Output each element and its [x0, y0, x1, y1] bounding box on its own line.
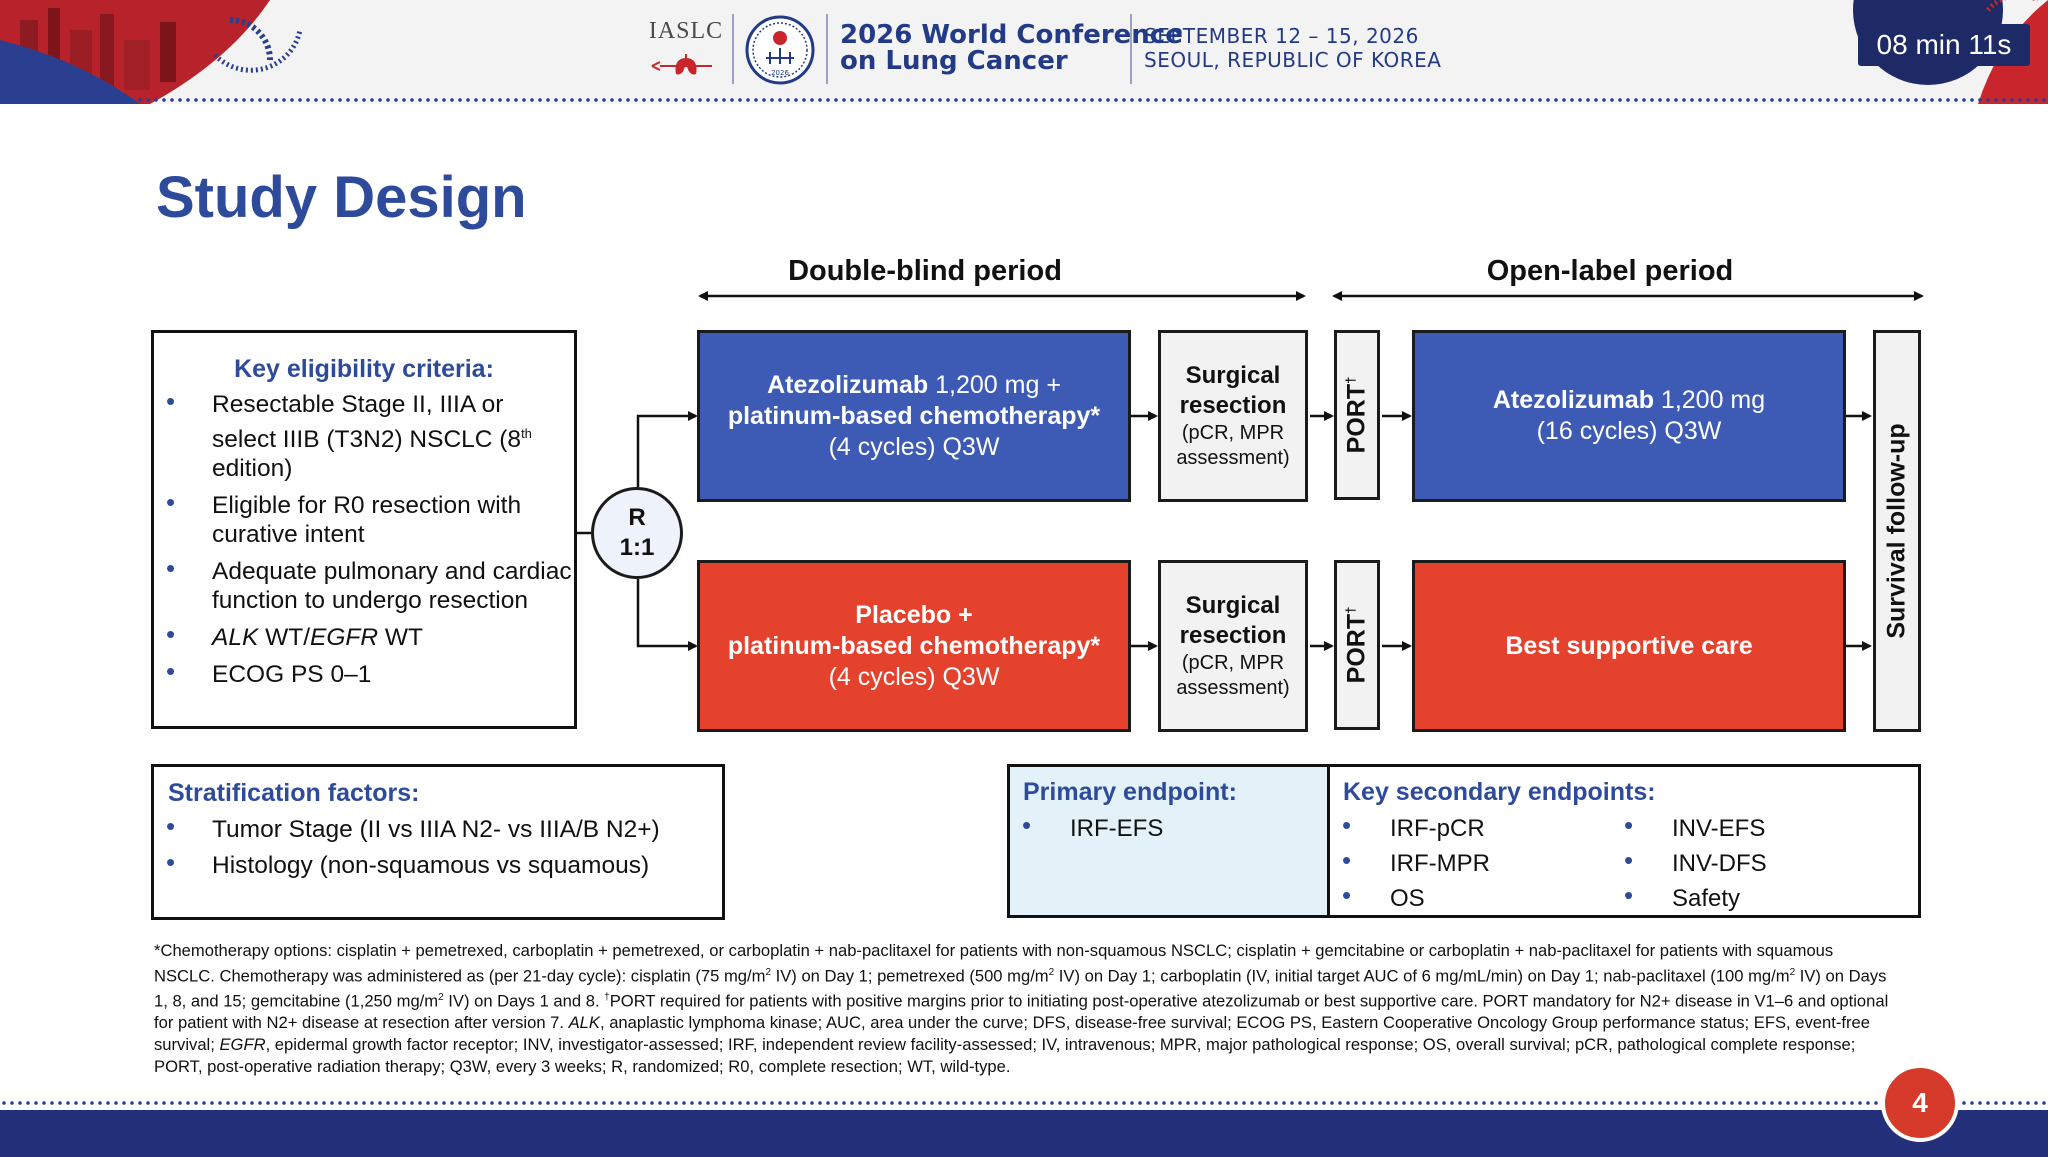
endpoints-box: Primary endpoint: IRF-EFS Key secondary …	[1007, 764, 1921, 918]
eligibility-item: ECOG PS 0–1	[154, 657, 574, 689]
secondary-endpoint-item: IRF-MPR	[1330, 846, 1612, 878]
port-box: PORT†	[1334, 560, 1380, 730]
survival-follow-up-box: Survival follow-up	[1873, 330, 1921, 732]
best-supportive-care: Best supportive care	[1412, 560, 1846, 732]
seal-year: 2026	[771, 69, 789, 77]
adjuvant-atezolizumab: Atezolizumab 1,200 mg (16 cycles) Q3W	[1412, 330, 1846, 502]
primary-endpoint-heading: Primary endpoint:	[1023, 778, 1237, 806]
header-divider	[826, 14, 828, 84]
stratification-heading: Stratification factors:	[168, 779, 420, 807]
conference-name: 2026 World Conference on Lung Cancer	[840, 20, 1183, 76]
stratification-item: Histology (non-squamous vs squamous)	[154, 848, 722, 880]
header-left-artwork	[0, 0, 303, 104]
primary-endpoint-item: IRF-EFS	[1010, 811, 1327, 843]
eligibility-item: Resectable Stage II, IIIA or select IIIB…	[154, 387, 574, 483]
eligibility-criteria-box: Key eligibility criteria: Resectable Sta…	[151, 330, 577, 729]
presentation-timer: 08 min 11s	[1858, 24, 2030, 66]
conference-date-location: SEPTEMBER 12 – 15, 2026 SEOUL, REPUBLIC …	[1144, 24, 1442, 72]
iaslc-logo-text: IASLC	[648, 18, 724, 44]
header-dotted-rule	[0, 97, 2048, 103]
secondary-endpoint-item: OS	[1330, 881, 1612, 913]
eligibility-heading: Key eligibility criteria:	[234, 355, 494, 383]
page-number: 4	[1881, 1064, 1959, 1142]
secondary-endpoint-item: INV-DFS	[1612, 846, 1894, 878]
secondary-endpoint-item: INV-EFS	[1612, 811, 1894, 843]
footer-dotted-rule	[0, 1100, 2048, 1106]
arm-atezolizumab-chemo: Atezolizumab 1,200 mg + platinum-based c…	[697, 330, 1131, 502]
eligibility-item: Adequate pulmonary and cardiac function …	[154, 554, 574, 615]
randomization-node: R 1:1	[591, 487, 683, 579]
surgical-resection-box: Surgical resection (pCR, MPR assessment)	[1158, 560, 1308, 732]
stratification-item: Tumor Stage (II vs IIIA N2- vs IIIA/B N2…	[154, 812, 722, 844]
secondary-endpoint-item: IRF-pCR	[1330, 811, 1612, 843]
conference-seal-icon: 2026	[745, 15, 815, 85]
header-divider	[1130, 14, 1132, 84]
secondary-endpoints-panel: Key secondary endpoints: IRF-pCR IRF-MPR…	[1330, 767, 1918, 915]
eligibility-item: Eligible for R0 resection with curative …	[154, 488, 574, 549]
double-blind-period-label: Double-blind period	[788, 255, 1062, 287]
footer-bar	[0, 1110, 2048, 1157]
surgical-resection-box: Surgical resection (pCR, MPR assessment)	[1158, 330, 1308, 502]
primary-endpoint-panel: Primary endpoint: IRF-EFS	[1010, 767, 1330, 915]
stratification-factors-box: Stratification factors: Tumor Stage (II …	[151, 764, 725, 920]
iaslc-lung-logo-icon	[651, 54, 712, 75]
conference-header: IASLC 2026 2026 World Conference on Lung…	[0, 0, 2048, 104]
footnote: *Chemotherapy options: cisplatin + pemet…	[154, 941, 1889, 1076]
header-divider	[732, 14, 734, 84]
secondary-endpoints-heading: Key secondary endpoints:	[1343, 778, 1656, 806]
open-label-period-label: Open-label period	[1486, 255, 1734, 287]
slide-title: Study Design	[156, 165, 527, 230]
eligibility-item: ALK WT/EGFR WT	[154, 620, 574, 652]
port-box: PORT†	[1334, 330, 1380, 500]
arm-placebo-chemo: Placebo + platinum-based chemotherapy* (…	[697, 560, 1131, 732]
secondary-endpoint-item: Safety	[1612, 881, 1894, 913]
